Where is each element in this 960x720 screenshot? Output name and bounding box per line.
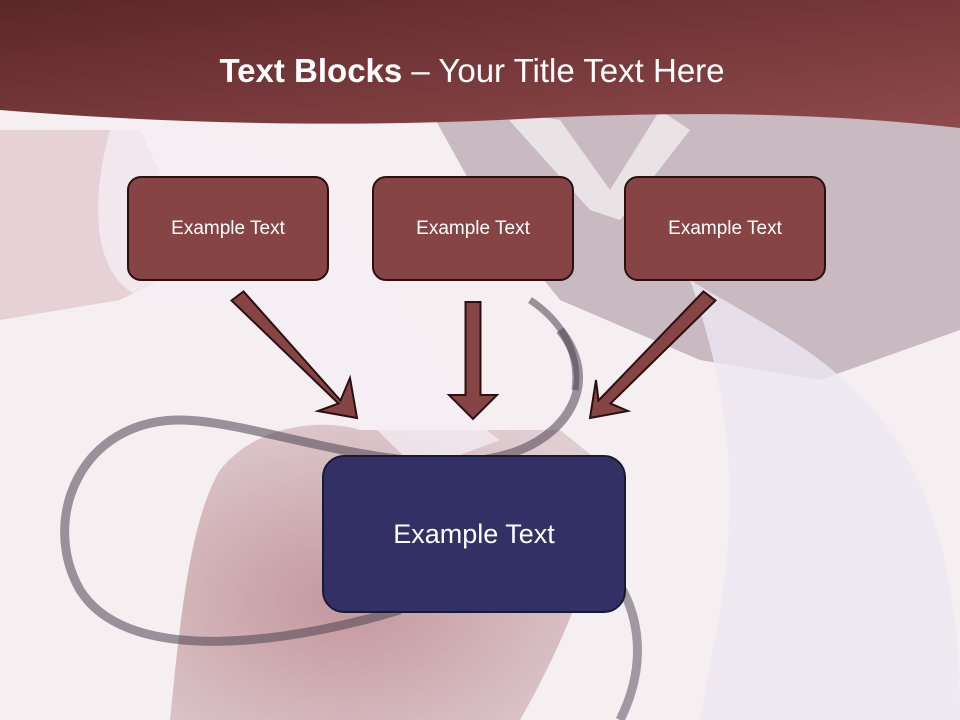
slide-title: Text Blocks – Your Title Text Here xyxy=(0,52,944,90)
arrow-right xyxy=(588,290,718,420)
arrow-left xyxy=(229,290,359,420)
top-box-1-label: Example Text xyxy=(171,217,285,239)
top-box-3: Example Text xyxy=(624,176,826,281)
top-box-2: Example Text xyxy=(372,176,574,281)
top-box-3-label: Example Text xyxy=(668,217,782,239)
top-box-2-label: Example Text xyxy=(416,217,530,239)
bottom-box: Example Text xyxy=(322,455,626,613)
title-bold: Text Blocks xyxy=(219,52,403,89)
arrow-center xyxy=(446,301,500,421)
title-rest: Your Title Text Here xyxy=(438,52,725,89)
top-box-1: Example Text xyxy=(127,176,329,281)
bottom-box-label: Example Text xyxy=(393,518,555,549)
title-dash: – xyxy=(402,52,439,89)
